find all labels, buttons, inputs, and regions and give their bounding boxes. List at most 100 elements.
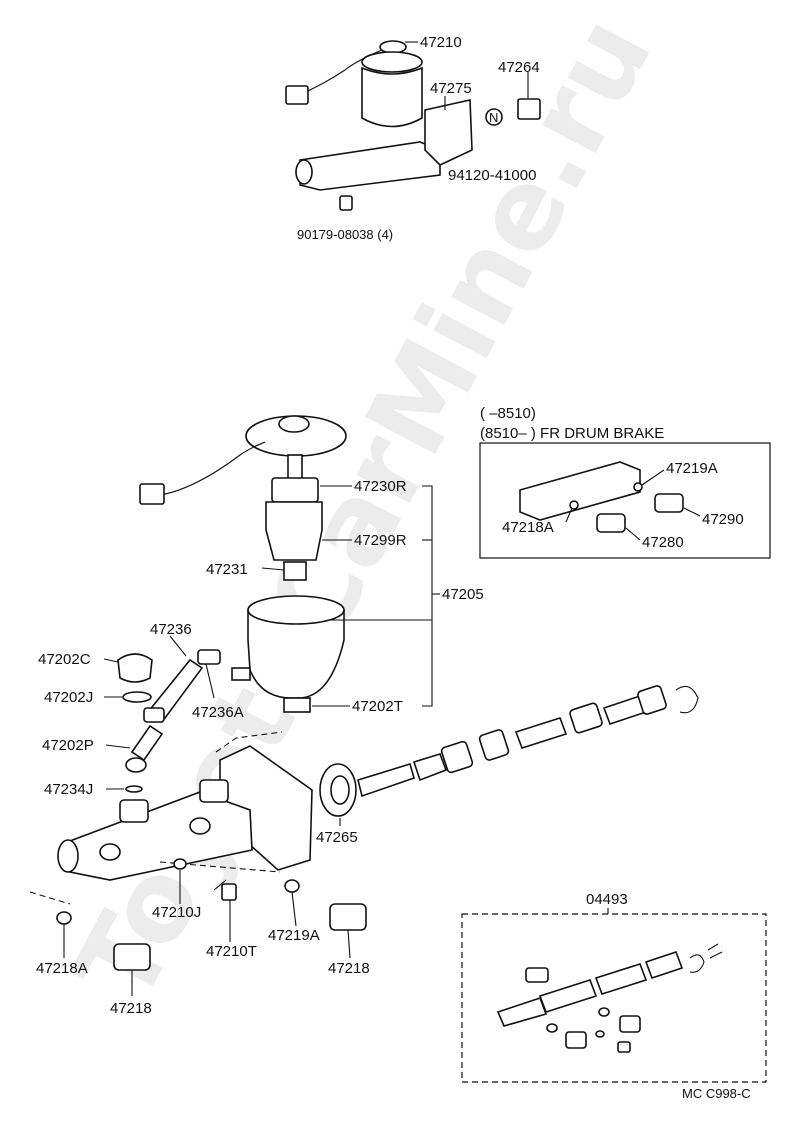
leader-47231 <box>261 567 285 571</box>
part-47202p-pipe <box>130 724 164 762</box>
kit-04493-box <box>461 913 767 1083</box>
top-nut <box>339 195 353 211</box>
label-drum-47219a: 47219A <box>666 460 718 477</box>
dashed-guide-lower-left <box>29 891 71 905</box>
part-47231-seal <box>283 561 307 581</box>
dashed-guide-reservoir <box>215 731 283 753</box>
part-47299r-strainer <box>265 501 323 561</box>
top-cap-knob <box>379 40 407 54</box>
kit-washer-2 <box>598 1007 610 1017</box>
kit-snap-ring <box>689 954 705 973</box>
label-47202t: 47202T <box>352 698 403 715</box>
piston-primary <box>440 740 474 774</box>
leader-drum-47219a <box>641 469 665 486</box>
kit-plug-1 <box>565 1031 587 1049</box>
label-47210j: 47210J <box>152 904 201 921</box>
top-cap <box>361 51 423 73</box>
label-47210: 47210 <box>420 34 462 51</box>
reservoir-cap-knob <box>278 415 310 433</box>
top-flange-gasket <box>424 99 473 166</box>
reservoir-top-ring <box>247 595 345 625</box>
part-47210t-bolt-shank <box>213 879 227 891</box>
drum-cylinder-body <box>519 461 641 521</box>
part-47202c-cap <box>117 653 153 683</box>
kit-reservoir-grommet <box>525 967 549 983</box>
kit-piston-primary <box>538 979 598 1013</box>
drum-brake-box <box>479 442 771 559</box>
kit-plug-2 <box>619 1015 641 1033</box>
drum-plug-47290 <box>654 493 684 513</box>
part-47202t-outlet <box>283 697 311 713</box>
leader-drum-47280 <box>625 527 641 541</box>
kit-washer-3 <box>595 1030 605 1038</box>
kit-04493-illustration <box>496 943 723 1053</box>
drum-plug-47280 <box>596 513 626 533</box>
part-47236a-clamp <box>197 649 221 665</box>
top-cylinder-body <box>299 141 441 191</box>
label-47236a: 47236A <box>192 704 244 721</box>
master-cylinder-illustration <box>29 731 367 996</box>
kit-clip <box>707 943 723 959</box>
kit-piston-mid <box>594 963 648 995</box>
label-drum-47290: 47290 <box>702 511 744 528</box>
label-47275: 47275 <box>430 80 472 97</box>
master-cylinder-port-front <box>99 843 121 861</box>
part-47230r-sleeve <box>271 477 319 503</box>
diagram-reference-code: MC C998-C <box>682 1086 751 1101</box>
drum-brake-date-range-2: (8510– ) FR DRUM BRAKE <box>480 425 664 442</box>
kit-spring <box>496 996 548 1027</box>
master-cylinder-inlet-front <box>119 799 149 823</box>
label-47236: 47236 <box>150 621 192 638</box>
label-drum-47280: 47280 <box>642 534 684 551</box>
reservoir-wire <box>159 441 266 496</box>
spring-front <box>357 762 415 798</box>
master-cylinder-end <box>57 839 79 873</box>
part-47218-plug-left <box>113 943 151 971</box>
label-47218-left: 47218 <box>110 1000 152 1017</box>
reservoir-assembly-illustration <box>139 415 440 713</box>
label-47230r: 47230R <box>354 478 407 495</box>
kit-washer-1 <box>546 1023 558 1033</box>
label-47231: 47231 <box>206 561 248 578</box>
piston-end <box>637 685 667 715</box>
piston-secondary <box>569 702 603 734</box>
reservoir-side-port <box>231 667 251 681</box>
label-47205: 47205 <box>442 586 484 603</box>
hose-lower-clamp <box>143 707 165 723</box>
label-drum-47218a: 47218A <box>502 519 554 536</box>
leader-47218-right <box>347 929 351 959</box>
part-47218a-washer <box>56 911 72 925</box>
top-connector <box>285 85 309 105</box>
hose-illustration <box>103 635 221 793</box>
part-47218-plug-right <box>329 903 367 931</box>
snap-ring <box>675 685 699 714</box>
top-assembly-illustration: N <box>285 40 541 211</box>
part-47210j-washer <box>173 858 187 870</box>
float-stem <box>287 454 303 481</box>
top-n-mark <box>485 108 503 126</box>
leader-drum-47218a <box>565 507 573 523</box>
label-47265: 47265 <box>316 829 358 846</box>
kit-piston-end <box>644 950 684 980</box>
kit-bolt <box>617 1041 631 1053</box>
label-90179-08038: 90179-08038 (4) <box>297 227 393 242</box>
part-47234j-ring <box>125 785 143 793</box>
label-47218-right: 47218 <box>328 960 370 977</box>
top-clip-47264 <box>517 98 541 120</box>
bracket-47205 <box>422 485 433 707</box>
master-cylinder-inlet-rear <box>199 779 229 803</box>
leader-47202p <box>105 744 131 749</box>
reservoir-connector <box>139 483 165 505</box>
piston-rod <box>412 753 448 782</box>
spring-mid <box>514 717 568 749</box>
label-47264: 47264 <box>498 59 540 76</box>
piston-cup <box>478 729 510 761</box>
drum-oring-47219a <box>633 482 643 492</box>
leader-drum-47290 <box>683 507 701 517</box>
boot-inner <box>330 775 350 805</box>
label-47219a: 47219A <box>268 927 320 944</box>
label-47202j: 47202J <box>44 689 93 706</box>
part-47210t-bolt-head <box>221 883 237 901</box>
pipe-fitting <box>125 757 147 773</box>
